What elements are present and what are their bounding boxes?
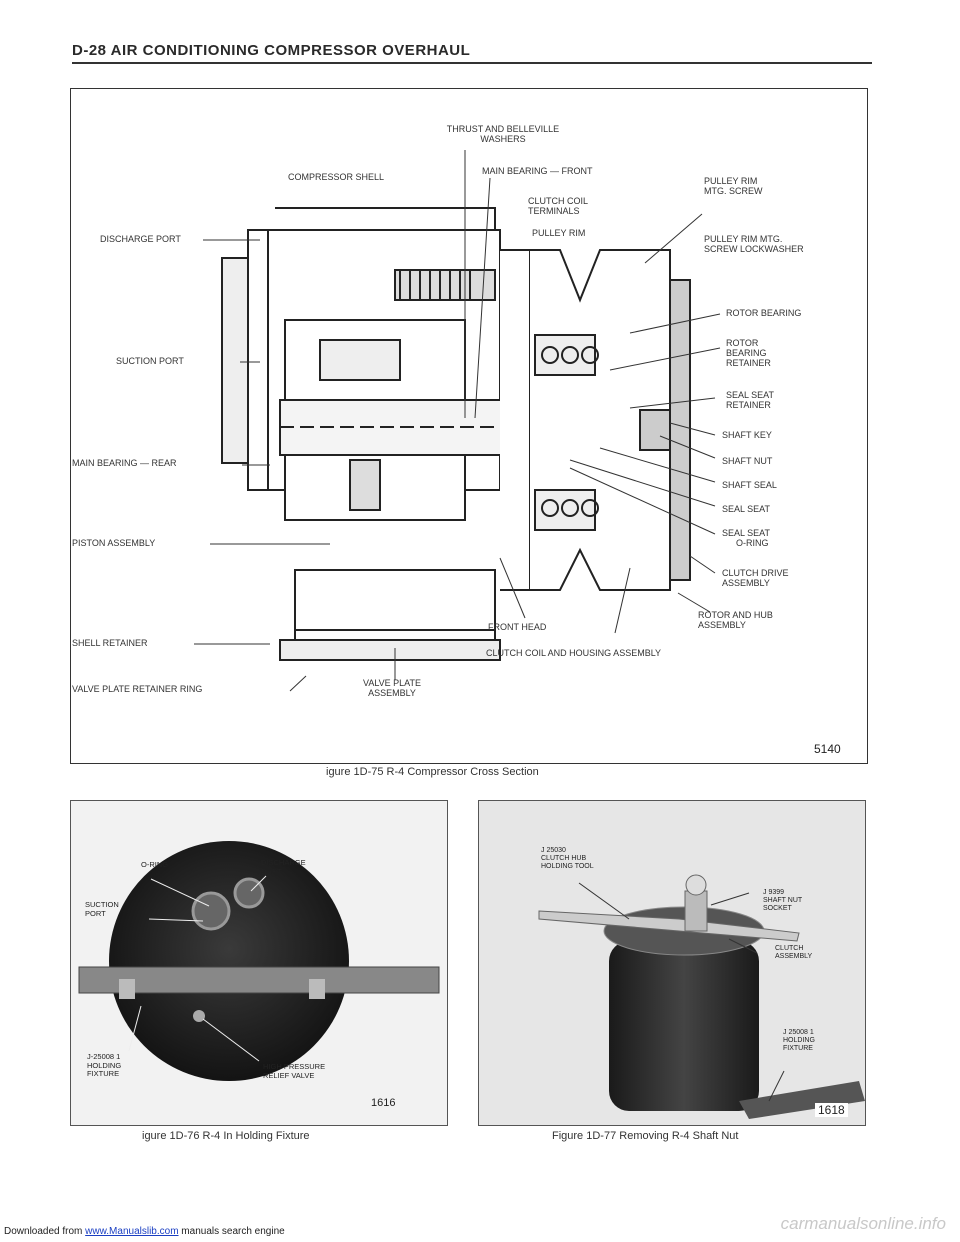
photo-label-relief-valve: HIGH PRESSURE RELIEF VALVE [263, 1062, 326, 1080]
label-clutch-coil-terminals: CLUTCH COIL TERMINALS [528, 196, 589, 216]
photo-label-suction-port: SUCTION PORT [85, 900, 119, 918]
figure-3-caption: Figure 1D-77 Removing R-4 Shaft Nut [552, 1130, 739, 1142]
label-compressor-shell: COMPRESSOR SHELL [288, 172, 385, 182]
label-shaft-seal: SHAFT SEAL [722, 480, 777, 490]
label-shaft-key: SHAFT KEY [722, 430, 772, 440]
figure-1-caption: igure 1D-75 R-4 Compressor Cross Section [326, 766, 539, 778]
watermark: carmanualsonline.info [780, 1214, 946, 1233]
leader-lines [194, 150, 721, 692]
label-seal-seat-oring: SEAL SEAT O-RING [722, 528, 771, 548]
label-suction-port: SUCTION PORT [116, 356, 184, 366]
label-piston-assembly: PISTON ASSEMBLY [72, 538, 156, 548]
label-thrust-washers: THRUST AND BELLEVILLE WASHERS [446, 124, 560, 144]
label-seal-seat-retainer: SEAL SEAT RETAINER [726, 390, 775, 410]
photo-label-clutch-hub-tool: J 25030 CLUTCH HUB HOLDING TOOL [541, 847, 594, 871]
figure-3-number: 1618 [815, 1103, 848, 1117]
figure-2-photo: O-RING DISCHARGE PORT SUCTION PORT J-250… [70, 800, 448, 1126]
label-pulley-lockwasher: PULLEY RIM MTG. SCREW LOCKWASHER [704, 234, 804, 254]
compressor-cross-section-drawing [221, 207, 691, 661]
photo-label-holding-fixture: J-25008 1 HOLDING FIXTURE [87, 1052, 122, 1079]
label-rotor-bearing-retainer: ROTOR BEARING RETAINER [726, 338, 771, 368]
figure-1-frame [70, 88, 868, 764]
photo-label-discharge-port: DISCHARGE PORT [261, 858, 306, 876]
photo-label-oring: O-RING [141, 860, 169, 869]
label-pulley-rim: PULLEY RIM [532, 228, 586, 238]
page-title: D-28 AIR CONDITIONING COMPRESSOR OVERHAU… [72, 42, 471, 59]
label-valve-plate: VALVE PLATE ASSEMBLY [362, 678, 422, 698]
label-rotor-hub: ROTOR AND HUB ASSEMBLY [698, 610, 773, 630]
label-shaft-nut: SHAFT NUT [722, 456, 773, 466]
label-main-bearing-rear: MAIN BEARING — REAR [72, 458, 177, 468]
label-clutch-drive: CLUTCH DRIVE ASSEMBLY [722, 568, 789, 588]
header-rule [72, 62, 872, 64]
label-shell-retainer: SHELL RETAINER [72, 638, 148, 648]
footer-text: Downloaded from www.Manualslib.com manua… [4, 1226, 285, 1237]
photo-label-holding-fixture: J 25008 1 HOLDING FIXTURE [783, 1029, 815, 1053]
photo-label-clutch-assembly: CLUTCH ASSEMBLY [775, 945, 813, 961]
figure-1-number: 5140 [814, 742, 841, 756]
figure-2-number: 1616 [371, 1097, 396, 1109]
label-valve-plate-retainer: VALVE PLATE RETAINER RING [72, 684, 203, 694]
figure-2-caption: igure 1D-76 R-4 In Holding Fixture [142, 1130, 310, 1142]
photo-label-shaft-nut-socket: J 9399 SHAFT NUT SOCKET [763, 889, 803, 913]
compressor-holding-fixture-image [78, 841, 440, 1081]
label-clutch-coil-housing: CLUTCH COIL AND HOUSING ASSEMBLY [486, 648, 662, 658]
manualslib-link[interactable]: www.Manualslib.com [85, 1226, 179, 1237]
label-discharge-port: DISCHARGE PORT [100, 234, 181, 244]
label-seal-seat: SEAL SEAT [722, 504, 771, 514]
label-front-head: FRONT HEAD [488, 622, 547, 632]
label-main-bearing-front: MAIN BEARING — FRONT [482, 166, 593, 176]
label-rotor-bearing: ROTOR BEARING [726, 308, 802, 318]
figure-3-photo: J 25030 CLUTCH HUB HOLDING TOOL J 9399 S… [478, 800, 866, 1126]
label-pulley-rim-screw: PULLEY RIM MTG. SCREW [704, 176, 763, 196]
shaft-nut-removal-image [538, 874, 865, 1119]
